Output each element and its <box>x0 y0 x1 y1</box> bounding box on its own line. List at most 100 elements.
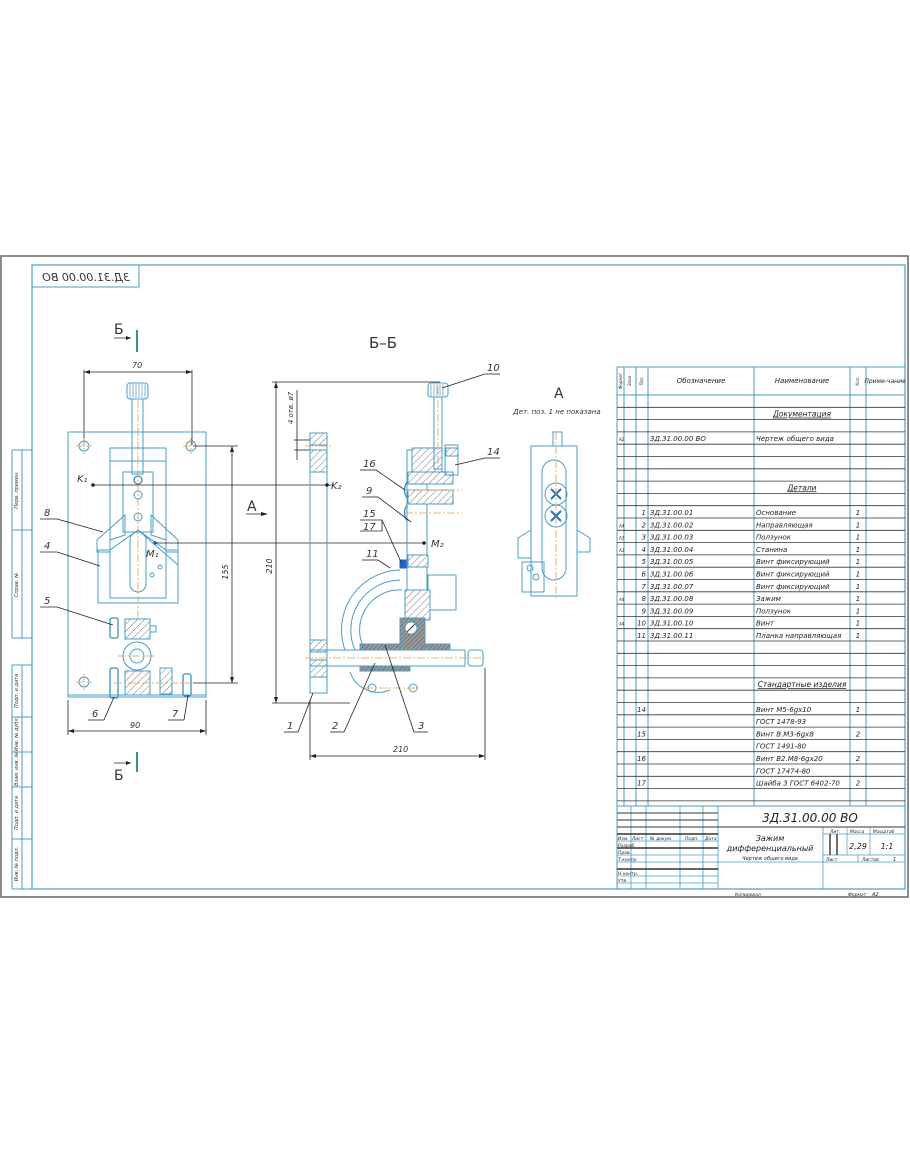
row-section-title: Детали <box>786 483 816 492</box>
tb-mass-label: Масса <box>850 829 865 835</box>
section-title: Б–Б <box>369 334 397 352</box>
side-stamp-bottom-4: Подп. и дата <box>14 796 20 830</box>
row-section-title: Документация <box>772 410 832 419</box>
pos-label-9: 9 <box>366 486 372 497</box>
row-designation: 3Д.31.00.10 <box>650 620 694 628</box>
tb-col-date: Дата <box>704 836 717 842</box>
row-pos: 8 <box>642 595 647 603</box>
point-m2: M₂ <box>431 539 444 550</box>
header-note: Приме-чание <box>864 378 906 385</box>
header-qty: Кол. <box>855 376 860 385</box>
tb-copied: Копировал <box>735 892 761 898</box>
tb-col-doc: № докум. <box>649 836 672 842</box>
row-name: Винт В2.М8-6gх20 <box>756 755 823 763</box>
pos-label-1: 1 <box>287 721 293 732</box>
front-view: Б Б 70 <box>40 322 426 784</box>
pos-label-5: 5 <box>44 596 50 607</box>
row-designation: 3Д.31.00.07 <box>650 583 694 591</box>
side-stamp: Перв. примен. Справ. № Подп. и дата Инв.… <box>11 449 32 890</box>
row-pos: 2 <box>642 521 647 529</box>
title-doc-type: Чертеж общего вида <box>742 856 798 862</box>
section-marker-bottom: Б <box>114 768 124 784</box>
row-designation: 3Д.31.00.00 ВО <box>650 435 706 443</box>
tb-lit-label: Лит. <box>829 829 840 835</box>
section-marker-top: Б <box>114 322 124 338</box>
view-a-note: Дет. поз. 1 не показана <box>512 408 600 416</box>
tb-col-izm: Изм. <box>618 836 629 842</box>
row-name: Планка направляющая <box>756 632 841 640</box>
row-name: Ползунок <box>756 607 792 615</box>
mirrored-code: 3Д.31.00.00 ВО <box>42 271 130 284</box>
row-qty: 1 <box>856 546 860 554</box>
view-a-title: А <box>554 386 564 402</box>
dim-length-210: 210 <box>393 745 408 754</box>
tb-scale-label: Масштаб <box>873 829 895 835</box>
row-qty: 2 <box>856 755 861 763</box>
row-qty: 2 <box>856 730 861 738</box>
dim-top-width: 70 <box>132 361 142 370</box>
row-designation: 3Д.31.00.02 <box>650 521 694 529</box>
row-name: Винт <box>756 620 775 628</box>
row-pos: 9 <box>642 607 647 615</box>
title-code: 3Д.31.00.00 ВО <box>762 811 858 825</box>
row-qty: 1 <box>856 706 860 714</box>
row-name: ГОСТ 1491-80 <box>756 743 807 751</box>
tb-mass-value: 2,29 <box>849 842 867 851</box>
tb-scale-value: 1:1 <box>881 842 894 851</box>
side-stamp-bottom-1: Подп. и дата <box>14 674 20 708</box>
title-block: 3Д.31.00.00 ВО Зажим дифференциальный Че… <box>616 805 906 898</box>
section-view: Б–Б 210 4 отв. ø7 K₂ <box>265 334 500 760</box>
pos-label-2: 2 <box>332 721 338 732</box>
row-designation: 3Д.31.00.09 <box>650 607 694 615</box>
tb-role-3: Т.контр. <box>618 857 638 863</box>
side-stamp-top-2: Справ. № <box>14 573 20 597</box>
row-name: Шайба 3 ГОСТ 6402-70 <box>756 780 840 788</box>
row-format: А4 <box>618 622 625 627</box>
header-zone: Зона <box>627 375 632 386</box>
row-designation: 3Д.31.00.06 <box>650 571 694 579</box>
row-pos: 4 <box>642 546 646 554</box>
row-format: А3 <box>618 536 625 541</box>
row-name: Винт М5-6gх10 <box>756 706 812 714</box>
row-name: Винт фиксирующий <box>756 571 830 579</box>
row-qty: 1 <box>856 583 860 591</box>
row-pos: 1 <box>642 509 646 517</box>
tb-role-5: Н.контр. <box>618 871 638 877</box>
row-designation: 3Д.31.00.03 <box>650 534 693 542</box>
row-pos: 6 <box>642 571 647 579</box>
row-designation: 3Д.31.00.04 <box>650 546 693 554</box>
side-stamp-top-1: Перв. примен. <box>14 471 20 509</box>
row-name: ГОСТ 1478-93 <box>756 718 806 726</box>
title-name-line2: дифференциальный <box>726 844 814 853</box>
pos-label-3: 3 <box>418 721 424 732</box>
row-designation: 3Д.31.00.05 <box>650 558 694 566</box>
point-k2: K₂ <box>331 481 342 492</box>
row-name: Винт фиксирующий <box>756 558 830 566</box>
dim-height-210: 210 <box>265 558 274 573</box>
pos-label-4: 4 <box>44 541 50 552</box>
row-name: ГОСТ 17474-80 <box>756 767 811 775</box>
point-k1: K₁ <box>77 474 88 485</box>
header-pos: Поз. <box>639 377 644 386</box>
row-name: Станина <box>756 546 787 554</box>
row-pos: 14 <box>637 706 646 714</box>
row-format: А4 <box>618 523 625 528</box>
pos-label-10: 10 <box>487 363 500 374</box>
pos-label-17: 17 <box>363 522 376 533</box>
row-name: Основание <box>756 509 796 517</box>
side-stamp-bottom-3: Взам. инв. № <box>14 752 20 786</box>
pos-label-7: 7 <box>172 709 179 720</box>
title-name-line1: Зажим <box>756 834 784 843</box>
row-format: А3 <box>618 548 625 553</box>
pos-label-15: 15 <box>363 509 376 520</box>
side-stamp-bottom-5: Инв. № подл. <box>14 847 20 882</box>
row-pos: 15 <box>637 730 646 738</box>
header-name: Наименование <box>775 377 829 385</box>
row-pos: 10 <box>637 620 646 628</box>
row-name: Направляющая <box>756 521 813 529</box>
row-section-title: Стандартные изделия <box>758 680 847 689</box>
row-name: Ползунок <box>756 534 792 542</box>
row-pos: 5 <box>642 558 647 566</box>
row-pos: 17 <box>637 780 646 788</box>
